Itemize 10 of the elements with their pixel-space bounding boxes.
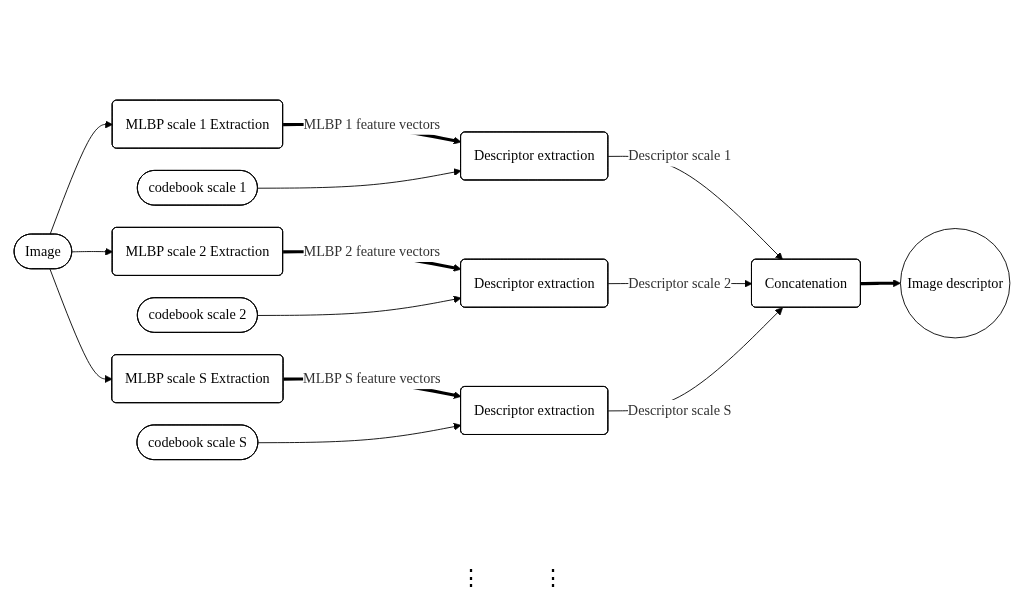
edge-label: MLBP S feature vectors	[302, 370, 441, 386]
edge-label: Descriptor scale 2	[627, 275, 731, 291]
edge-label: Descriptor scale S	[627, 402, 731, 418]
ellipsis-mark: ⋮	[541, 565, 564, 591]
edge-label: Descriptor scale 1	[627, 148, 731, 164]
node-circle: Image descriptor	[899, 228, 1010, 339]
ellipsis-mark: ⋮	[459, 565, 482, 591]
edge-label: MLBP 2 feature vectors	[302, 243, 440, 259]
arrow	[860, 279, 901, 288]
edge-label: MLBP 1 feature vectors	[302, 116, 440, 132]
